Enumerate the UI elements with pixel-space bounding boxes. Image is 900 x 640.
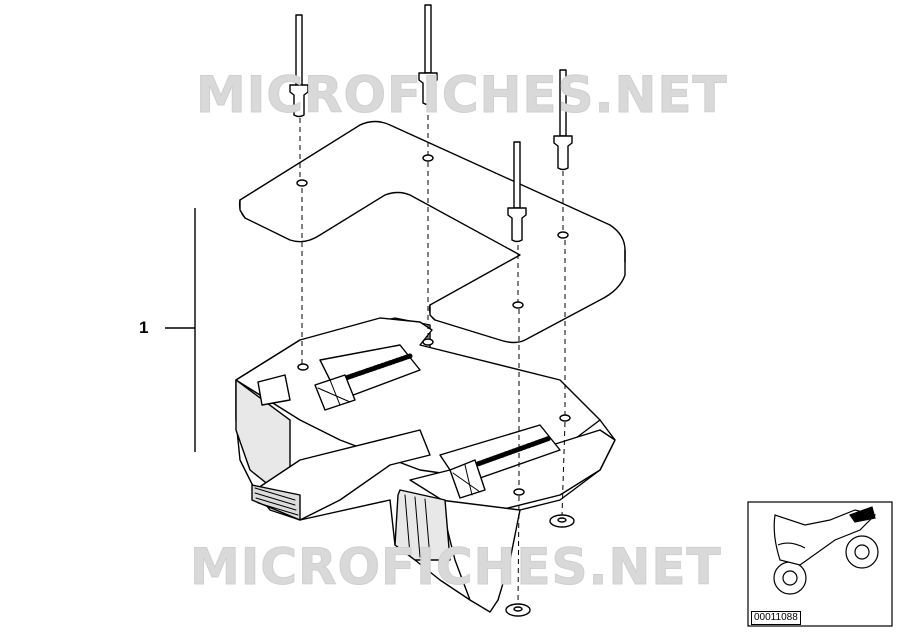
rivet-1: [289, 14, 309, 118]
watermark-top: MICROFICHES.NET: [196, 66, 728, 125]
watermark-bottom: MICROFICHES.NET: [190, 538, 722, 597]
washer-1: [549, 514, 575, 528]
callout-bracket: [165, 208, 196, 452]
motorcycle-icon: [773, 506, 879, 595]
rivet-4: [507, 141, 527, 243]
thumbnail-code: 00011088: [751, 611, 801, 625]
rivet-3: [553, 69, 573, 171]
assembly-lines: [299, 106, 566, 605]
washer-2: [505, 603, 531, 617]
rivet-2: [418, 4, 438, 106]
thumbnail-box: [747, 501, 893, 627]
callout-number-1: 1: [139, 318, 149, 337]
mounting-plate: [238, 120, 626, 344]
